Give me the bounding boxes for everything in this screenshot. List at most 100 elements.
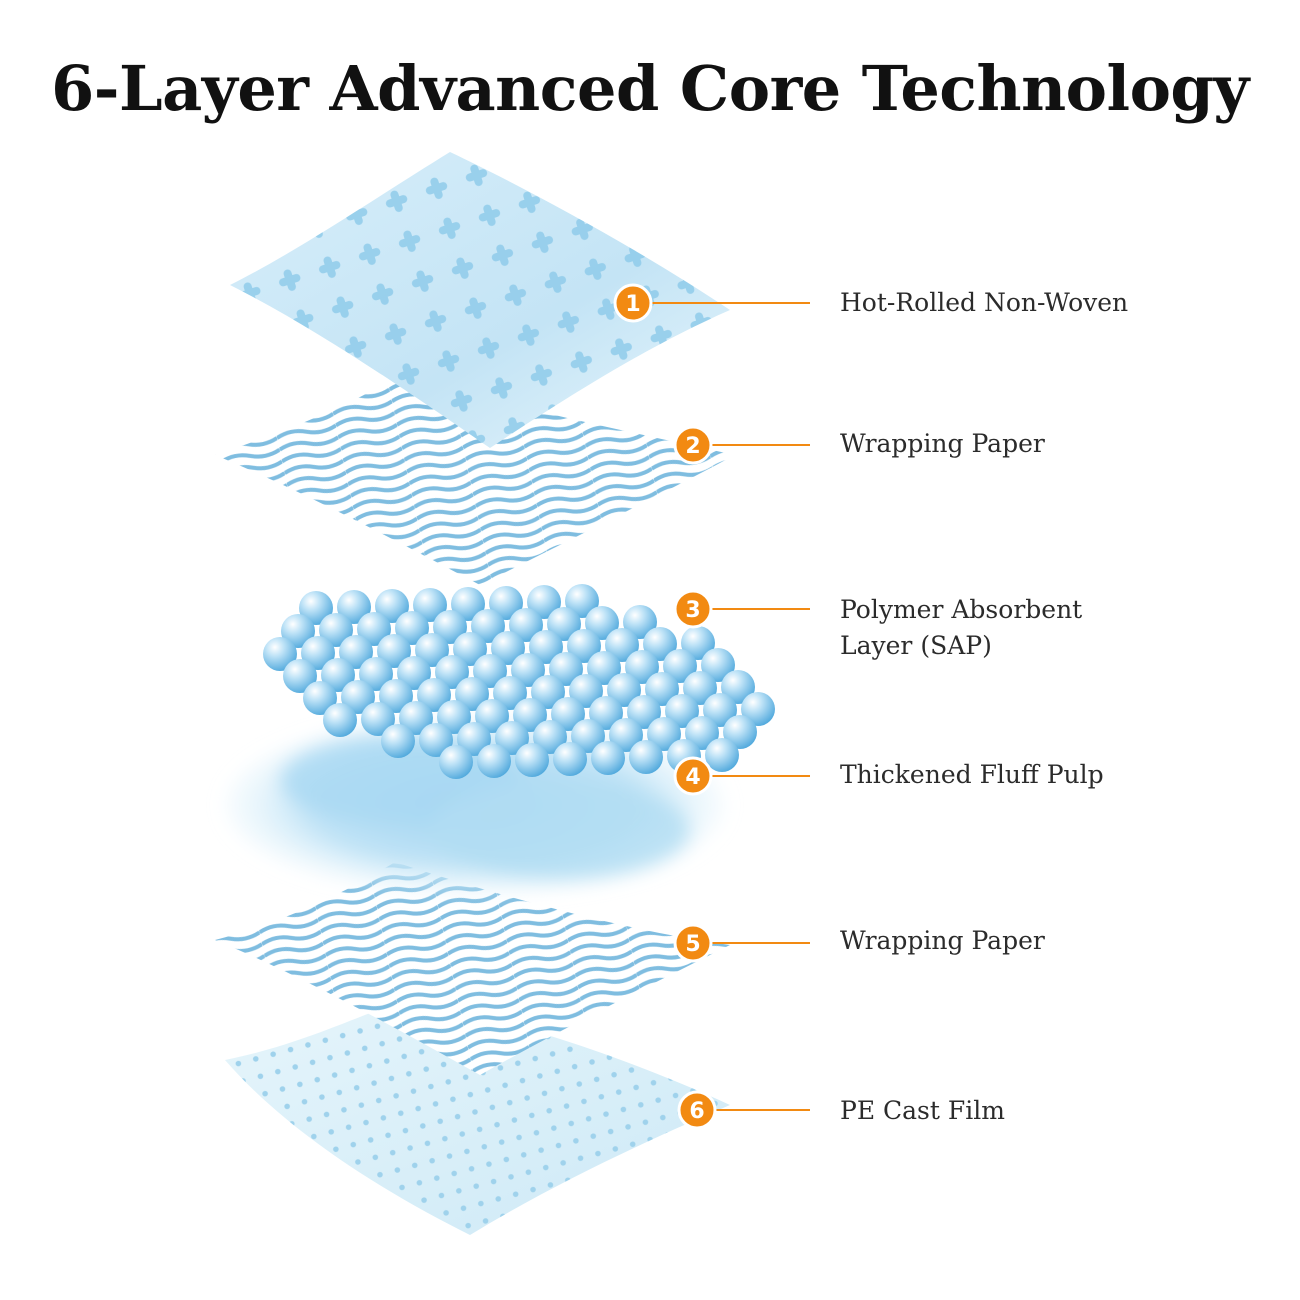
sap-bead	[415, 633, 449, 667]
number-badge-3	[673, 589, 713, 629]
sap-bead	[623, 605, 657, 639]
sap-bead	[627, 695, 661, 729]
sap-bead	[549, 652, 583, 686]
sap-bead	[585, 606, 619, 640]
sap-bead	[281, 614, 315, 648]
sap-bead	[533, 720, 567, 754]
sap-bead	[451, 587, 485, 621]
sap-bead	[571, 719, 605, 753]
sap-bead	[645, 672, 679, 706]
sap-bead	[663, 649, 697, 683]
sap-bead	[375, 589, 409, 623]
sap-bead	[685, 716, 719, 750]
sap-bead	[605, 628, 639, 662]
sap-bead	[629, 740, 663, 774]
sap-bead	[701, 648, 735, 682]
sap-bead	[625, 650, 659, 684]
sap-bead	[683, 671, 717, 705]
layer-6-label: PE Cast Film	[840, 1096, 1005, 1125]
sap-bead	[589, 696, 623, 730]
layer-1-non-woven-graphic	[230, 152, 730, 448]
sap-bead	[437, 700, 471, 734]
sap-bead	[417, 678, 451, 712]
sap-bead	[489, 586, 523, 620]
layer-5-label: Wrapping Paper	[840, 926, 1045, 955]
sap-bead	[705, 738, 739, 772]
layer-3-label: Polymer Absorbent Layer (SAP)	[840, 595, 1083, 660]
sap-bead	[509, 608, 543, 642]
sap-bead	[609, 718, 643, 752]
sap-bead	[681, 626, 715, 660]
sap-bead	[491, 631, 525, 665]
sap-bead	[439, 745, 473, 779]
number-badge-text-2: 2	[685, 434, 700, 459]
number-badge-1	[613, 283, 653, 323]
sap-bead	[643, 627, 677, 661]
sap-bead	[567, 629, 601, 663]
sap-bead	[357, 612, 391, 646]
sap-bead	[339, 635, 373, 669]
sap-bead	[455, 677, 489, 711]
number-badge-2	[673, 425, 713, 465]
layer-2-label: Wrapping Paper	[840, 429, 1045, 458]
sap-bead	[395, 611, 429, 645]
sap-bead	[377, 634, 411, 668]
sap-bead	[587, 651, 621, 685]
sap-bead	[457, 722, 491, 756]
sap-bead	[721, 670, 755, 704]
sap-bead	[323, 703, 357, 737]
sap-bead	[397, 656, 431, 690]
sap-bead	[607, 673, 641, 707]
number-badge-text-5: 5	[685, 932, 700, 957]
number-badge-text-3: 3	[685, 598, 700, 623]
sap-bead	[529, 630, 563, 664]
layer-2-wrapping-paper-graphic	[215, 375, 735, 585]
sap-bead	[453, 632, 487, 666]
sap-bead	[565, 584, 599, 618]
sap-bead	[475, 699, 509, 733]
sap-bead	[741, 692, 775, 726]
layer-4-label: Thickened Fluff Pulp	[840, 760, 1104, 789]
sap-bead	[435, 655, 469, 689]
sap-bead	[551, 697, 585, 731]
sap-bead	[511, 653, 545, 687]
sap-bead	[413, 588, 447, 622]
sap-bead	[299, 591, 333, 625]
sap-bead	[553, 742, 587, 776]
sap-bead	[495, 721, 529, 755]
sap-bead	[513, 698, 547, 732]
sap-bead	[473, 654, 507, 688]
sap-bead	[647, 717, 681, 751]
sap-bead	[723, 715, 757, 749]
sap-bead	[379, 679, 413, 713]
sap-bead	[527, 585, 561, 619]
sap-bead	[433, 610, 467, 644]
sap-bead	[665, 694, 699, 728]
layer-1-label: Hot-Rolled Non-Woven	[840, 288, 1129, 317]
sap-bead	[477, 744, 511, 778]
sap-bead	[263, 637, 297, 671]
sap-bead	[399, 701, 433, 735]
layer-5-wrapping-paper-graphic	[215, 862, 730, 1075]
number-badge-text-6: 6	[689, 1099, 704, 1124]
number-badge-text-4: 4	[685, 765, 700, 790]
sap-bead	[381, 724, 415, 758]
layer-6-pe-film-graphic	[225, 1000, 730, 1235]
sap-bead	[515, 743, 549, 777]
sap-bead	[531, 675, 565, 709]
sap-bead	[471, 609, 505, 643]
sap-bead	[493, 676, 527, 710]
sap-bead	[591, 741, 625, 775]
sap-bead	[341, 680, 375, 714]
sap-bead	[319, 613, 353, 647]
number-badge-text-1: 1	[625, 292, 640, 317]
sap-bead	[703, 693, 737, 727]
sap-bead	[569, 674, 603, 708]
number-badge-5	[673, 923, 713, 963]
sap-bead	[547, 607, 581, 641]
sap-bead	[321, 658, 355, 692]
sap-bead	[301, 636, 335, 670]
number-badge-6	[677, 1090, 717, 1130]
sap-bead	[337, 590, 371, 624]
